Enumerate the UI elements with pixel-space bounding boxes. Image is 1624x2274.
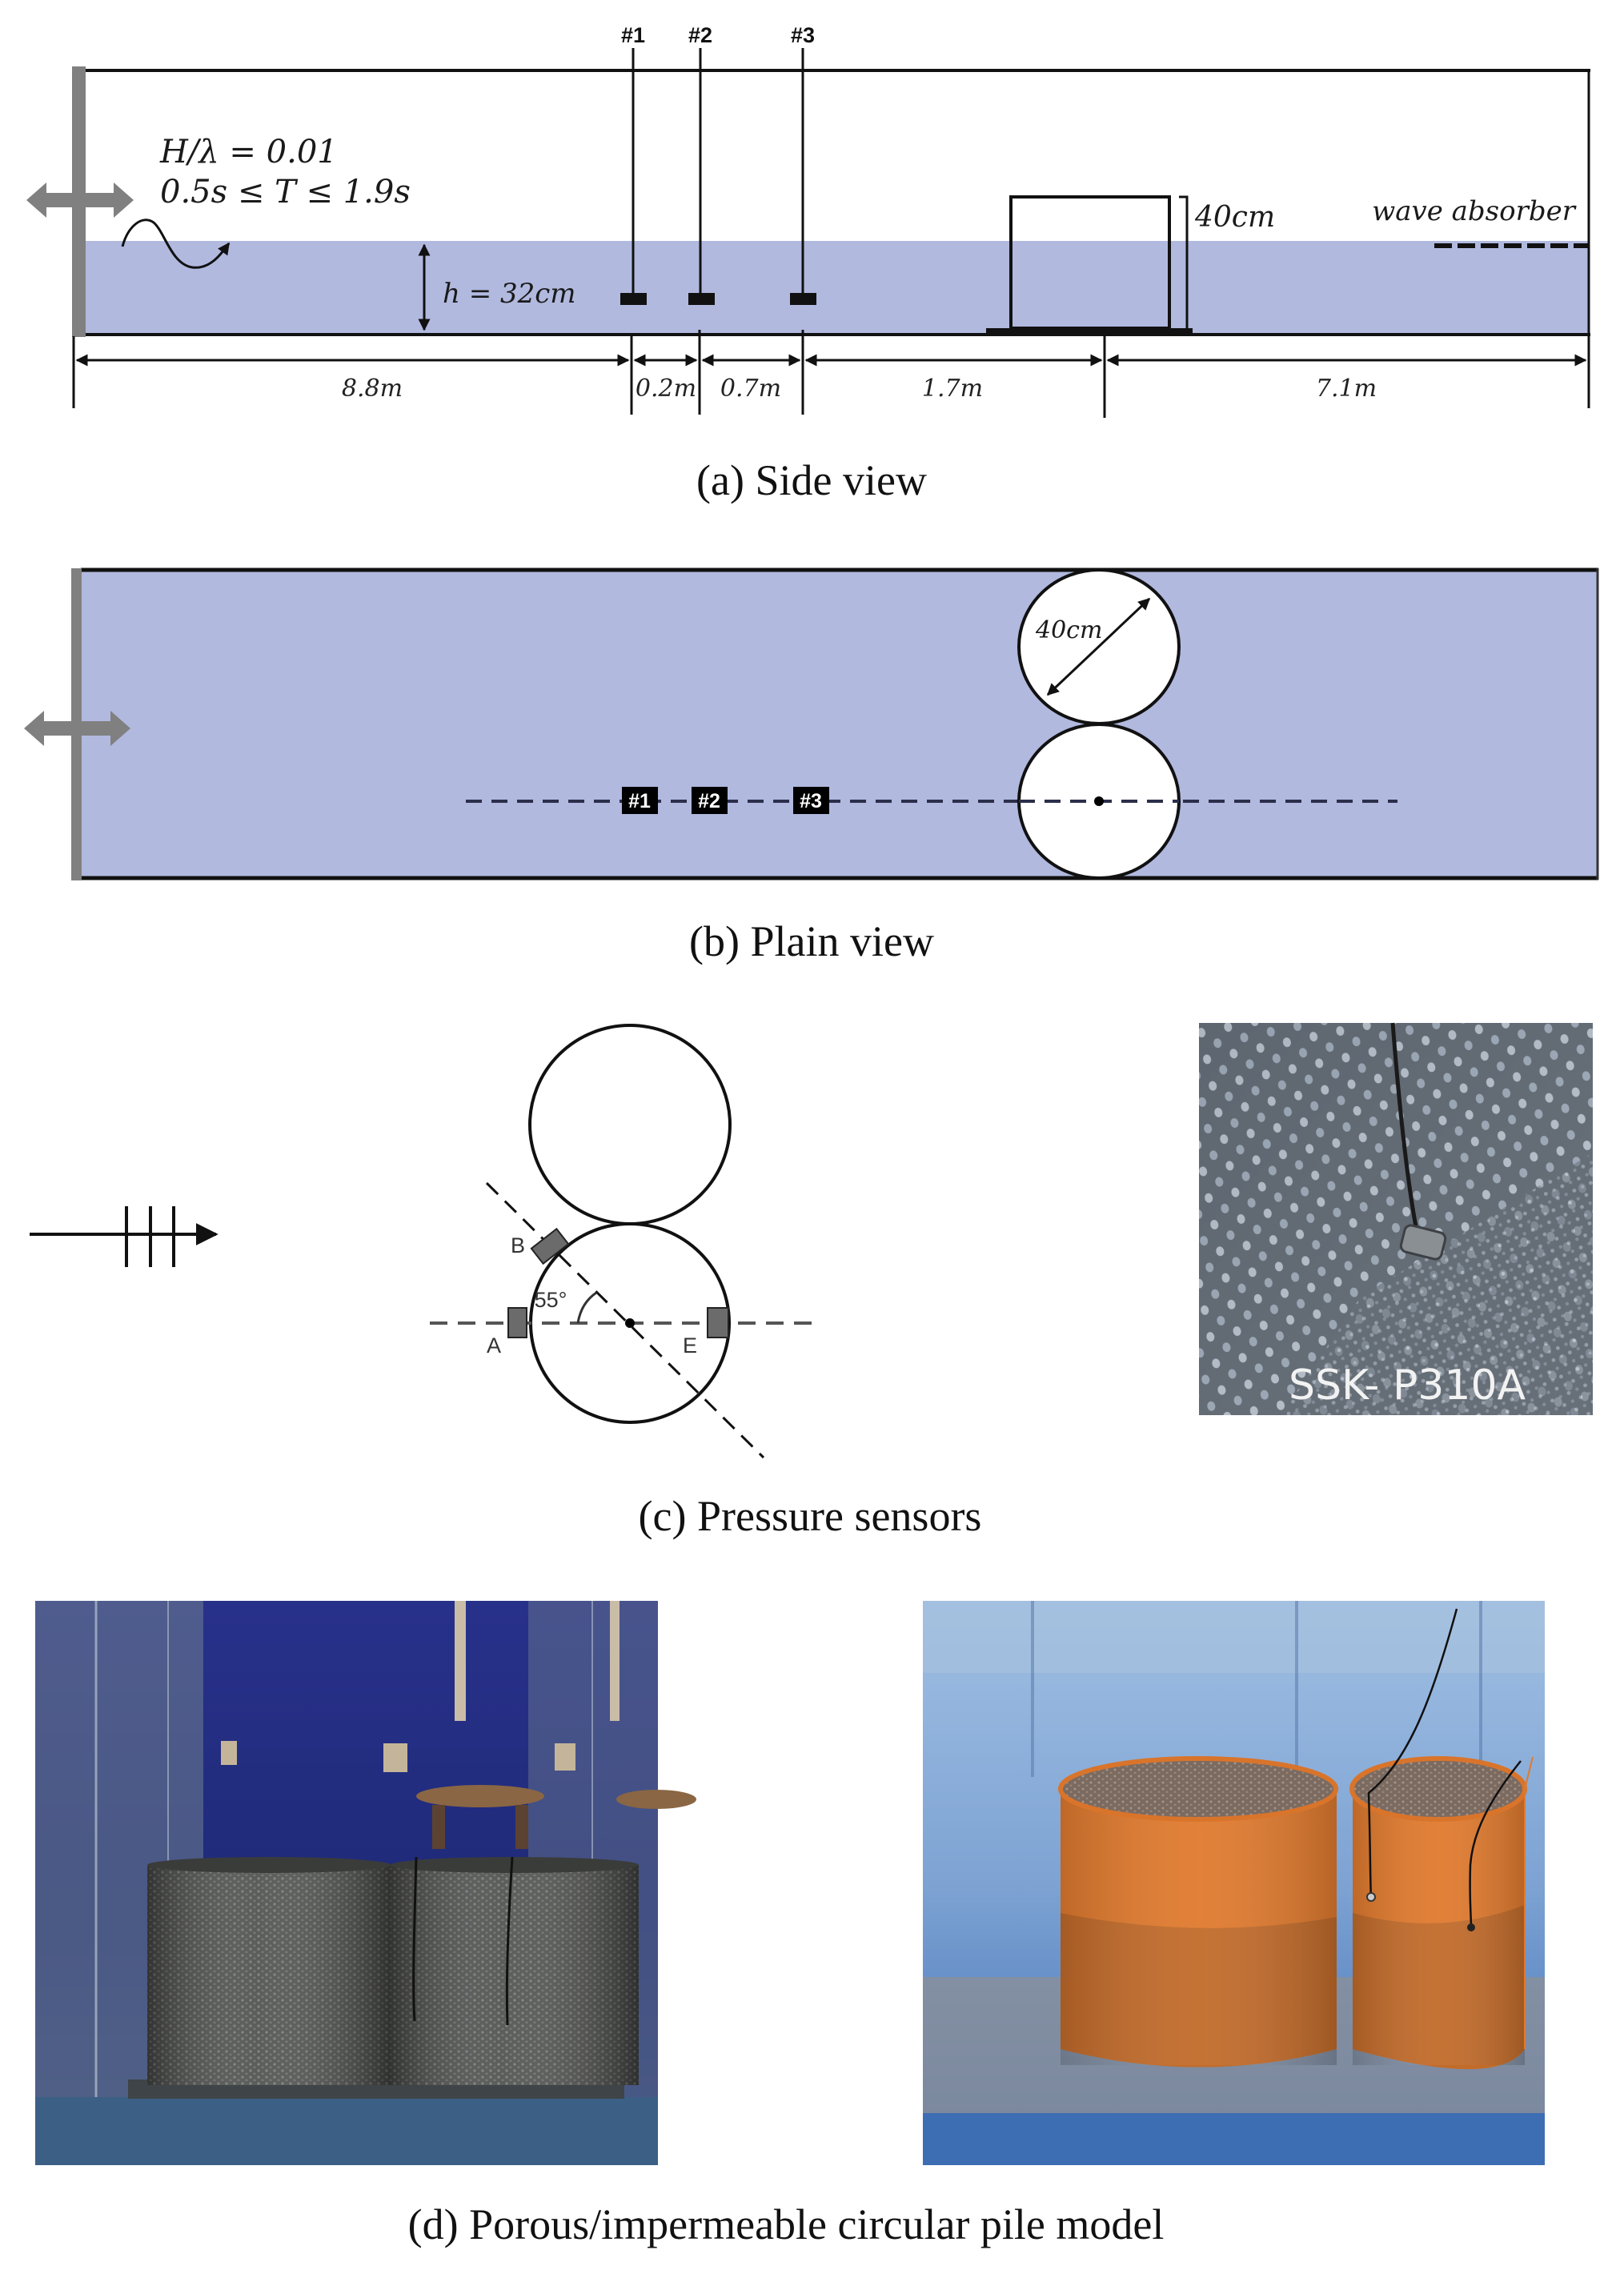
channel-plan-water [81, 570, 1598, 878]
plan-gauge-1: #1 [622, 787, 658, 814]
caption-pressure-sensors: (c) Pressure sensors [639, 1492, 982, 1540]
water-depth-label: h = 32cm [443, 278, 576, 310]
pressure-sensor-photo: SSK- P310A [1199, 1022, 1593, 1415]
sensor-b [530, 1227, 570, 1265]
sensor-model-label: SSK- P310A [1289, 1362, 1526, 1410]
gauge-sensor [620, 293, 647, 305]
side-view: H/λ = 0.01 0.5s ≤ T ≤ 1.9s h = 32cm #1 #… [26, 23, 1590, 504]
pile-height-bracket [1179, 195, 1189, 335]
dimension-label-0-7m: 0.7m [720, 375, 781, 403]
pile-top-circle [528, 1024, 732, 1225]
wave-period-label: 0.5s ≤ T ≤ 1.9s [160, 174, 411, 211]
wave-steepness-label: H/λ = 0.01 [159, 134, 338, 170]
diameter-arrow [1046, 597, 1151, 696]
porous-pile-photo [35, 1601, 696, 2165]
plain-view: #1 #2 #3 40cm (b) Plain view [24, 567, 1599, 965]
gauge-label: #3 [791, 23, 815, 47]
sensor-b-label: B [511, 1233, 525, 1257]
dimension-label-1-7m: 1.7m [922, 375, 983, 403]
wave-gauge-1: #1 [620, 23, 647, 305]
pressure-sensor-layout: 55° A B E [30, 1024, 821, 1459]
angle-arc [576, 1291, 597, 1324]
sensor-a-label: A [487, 1334, 501, 1358]
caption-pile-model: (d) Porous/impermeable circular pile mod… [408, 2200, 1165, 2248]
circle-center-dot [625, 1318, 635, 1328]
gauge-sensor [688, 293, 715, 305]
pile-height-label: 40cm [1194, 201, 1275, 234]
wave-gauge-2: #2 [688, 23, 715, 305]
pile-base-plate [986, 328, 1193, 334]
caption-plain-view: (b) Plain view [689, 917, 934, 965]
plan-gauge-label: #2 [698, 790, 720, 812]
sensor-a [507, 1307, 527, 1338]
plan-gauge-label: #1 [628, 790, 651, 812]
dimension-extension-lines [72, 330, 1590, 418]
dimension-label-7-1m: 7.1m [1316, 375, 1377, 403]
diameter-label: 40cm [1035, 616, 1102, 644]
dimension-label-8-8m: 8.8m [342, 375, 403, 403]
sensor-cable [1390, 1022, 1421, 1240]
paddle-motion-arrow-icon [24, 711, 130, 746]
gauge-label: #2 [688, 23, 712, 47]
sensor-e [707, 1307, 729, 1338]
dimension-label-0-2m: 0.2m [636, 375, 696, 403]
impermeable-pile-photo [923, 1601, 1545, 2165]
incident-wave-arrow-icon [30, 1206, 219, 1267]
pile-center-dot [1094, 796, 1104, 806]
water-body [79, 241, 1590, 335]
angle-label: 55° [535, 1288, 567, 1312]
wave-absorber-label: wave absorber [1372, 195, 1577, 227]
sensor-body [1399, 1224, 1447, 1261]
gauge-sensor [790, 293, 816, 305]
wave-symbol-icon [121, 219, 231, 269]
wave-gauge-3: #3 [790, 23, 816, 305]
plan-gauge-3: #3 [793, 787, 829, 814]
caption-side-view: (a) Side view [696, 456, 927, 504]
sensor-e-label: E [683, 1334, 697, 1358]
paddle-motion-arrow-icon [26, 182, 134, 218]
gauge-label: #1 [621, 23, 645, 47]
plan-gauge-label: #3 [800, 790, 822, 812]
plan-gauge-2: #2 [692, 787, 728, 814]
diagonal-axis-dashed [485, 1181, 765, 1459]
